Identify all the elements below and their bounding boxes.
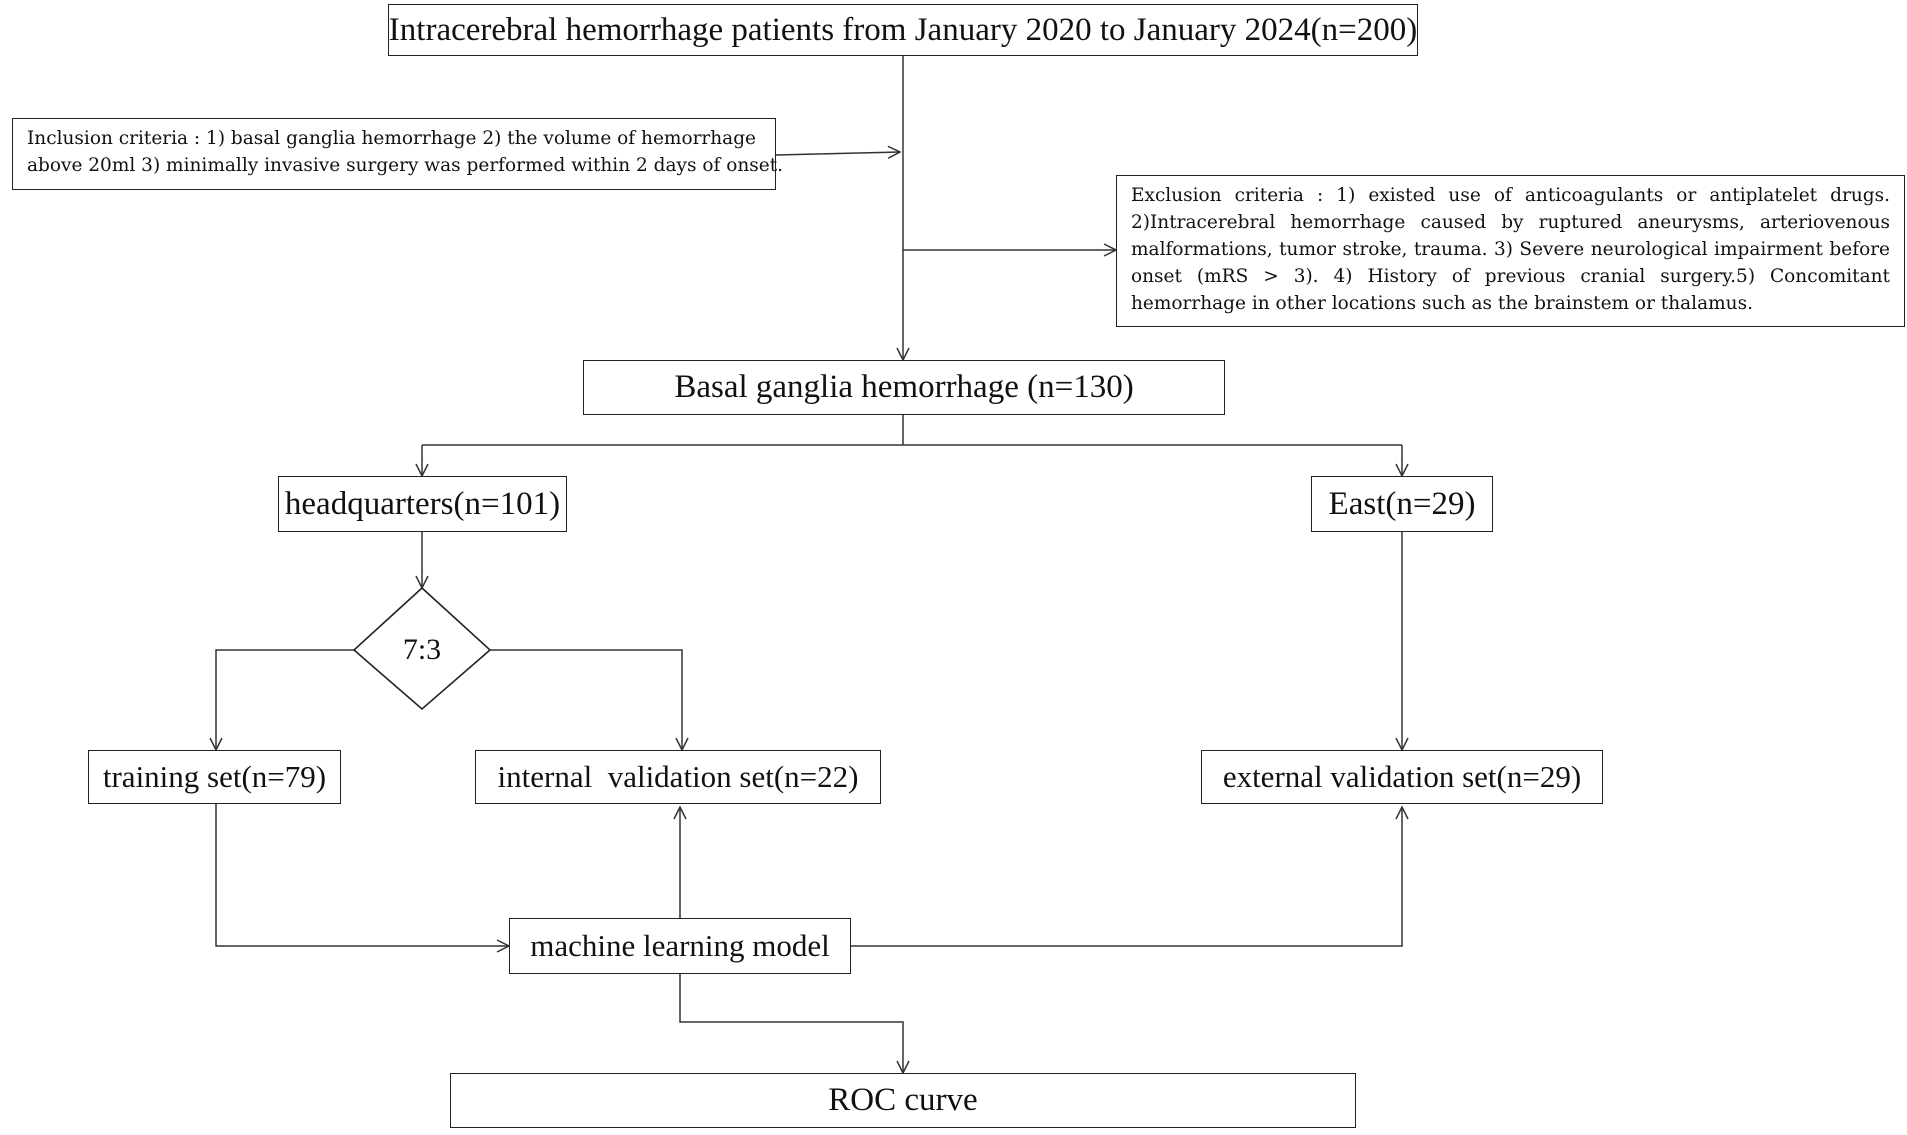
inclusion-criteria-box: Inclusion criteria : 1) basal ganglia he… [12,118,784,190]
internal-validation-box: internal validation set(n=22) [475,750,881,804]
exclusion-line-4: onset (mRS > 3). 4) History of previous … [1131,266,1890,287]
arrow-training-to-ml [215,804,509,946]
exclusion-line-2: 2)Intracerebral hemorrhage caused by rup… [1131,212,1890,233]
title-box: Intracerebral hemorrhage patients from J… [388,4,1418,56]
training-set-box: training set(n=79) [88,750,341,804]
arrow-inclusion-to-trunk [775,152,900,155]
exclusion-line-3: malformations, tumor stroke, trauma. 3) … [1131,239,1890,260]
headquarters-box: headquarters(n=101) [278,476,567,532]
east-box: East(n=29) [1311,476,1493,532]
split-ratio-label: 7:3 [402,633,442,666]
inclusion-line-2: above 20ml 3) minimally invasive surgery… [27,155,784,176]
inclusion-line-1: Inclusion criteria : 1) basal ganglia he… [27,128,756,149]
basal-ganglia-box: Basal ganglia hemorrhage (n=130) [583,360,1225,415]
arrow-split-to-training [216,649,354,750]
external-validation-box: external validation set(n=29) [1201,750,1603,804]
arrow-ml-to-roc [679,974,903,1073]
exclusion-line-5: hemorrhage in other locations such as th… [1131,293,1753,314]
machine-learning-model-box: machine learning model [509,918,851,974]
arrow-ml-to-external [851,807,1402,947]
roc-curve-box: ROC curve [450,1073,1356,1128]
arrow-split-to-internal [490,649,682,750]
split-diamond [352,586,492,711]
exclusion-criteria-box: Exclusion criteria : 1) existed use of a… [1116,175,1905,327]
exclusion-line-1: Exclusion criteria : 1) existed use of a… [1131,185,1890,206]
